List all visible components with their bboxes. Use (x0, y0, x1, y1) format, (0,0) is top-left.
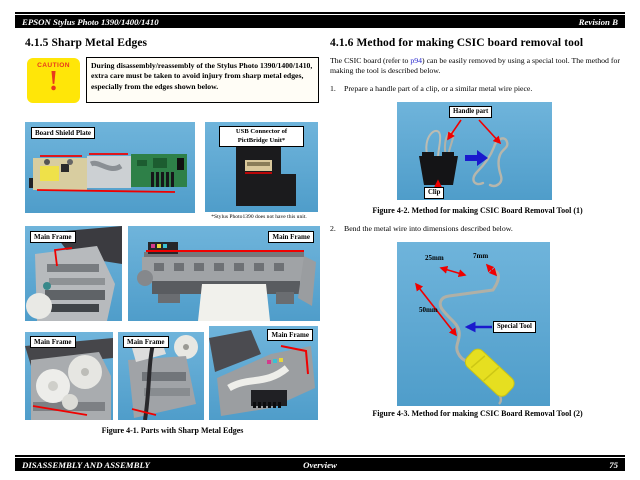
intro-text-post: ) can be easily removed by using a speci… (330, 56, 620, 76)
label-board-shield-plate: Board Shield Plate (31, 127, 96, 139)
photo-main-frame-4: Main Frame (118, 332, 204, 420)
main-frame-1-illustration (26, 226, 122, 321)
footer-bar: DISASSEMBLY AND ASSEMBLY Overview 75 (15, 458, 625, 471)
footer-page-number: 75 (609, 459, 618, 470)
header-rule (15, 12, 625, 14)
exclamation-icon: ! (48, 66, 59, 97)
label-clip: Clip (424, 187, 445, 199)
photo-board-shield-plate: Board Shield Plate (25, 122, 195, 213)
step-1-text: Prepare a handle part of a clip, or a si… (344, 84, 533, 93)
intro-paragraph: The CSIC board (refer to p94) can be eas… (330, 56, 622, 77)
intro-text-pre: The CSIC board (refer to (330, 56, 411, 65)
section-heading-416: 4.1.6 Method for making CSIC board remov… (330, 37, 584, 49)
main-frame-4-illustration (128, 335, 198, 420)
figure-4-3-caption: Figure 4-3. Method for making CSIC Board… (372, 409, 583, 418)
photo-usb-connector: USB Connector of PictBridge Unit* (205, 122, 318, 212)
page-94-link[interactable]: p94 (410, 56, 423, 65)
footer-chapter: Overview (303, 459, 337, 470)
dimension-25mm: 25mm (425, 254, 444, 262)
label-main-frame-5: Main Frame (267, 329, 313, 341)
label-usb-connector: USB Connector of PictBridge Unit* (219, 126, 304, 147)
usb-connector-illustration (236, 136, 296, 206)
dimension-50mm: 50mm (419, 306, 438, 314)
figure-4-2-caption: Figure 4-2. Method for making CSIC Board… (372, 206, 583, 215)
step-1-number: 1. (330, 84, 336, 93)
photo-main-frame-2: Main Frame (128, 226, 320, 321)
main-frame-5-illustration (209, 330, 315, 416)
label-main-frame-4: Main Frame (123, 336, 169, 348)
label-main-frame-1: Main Frame (30, 231, 76, 243)
clip-tool-illustration (419, 119, 509, 190)
header-revision: Revision B (578, 16, 618, 27)
dimension-7mm: 7mm (473, 252, 489, 260)
main-frame-2-illustration (137, 242, 316, 321)
caution-text-box: During disassembly/reassembly of the Sty… (86, 57, 319, 103)
figure-4-1-caption: Figure 4-1. Parts with Sharp Metal Edges (101, 426, 244, 435)
header-bar: EPSON Stylus Photo 1390/1400/1410 Revisi… (15, 15, 625, 28)
footer-section: DISASSEMBLY AND ASSEMBLY (22, 459, 150, 470)
label-main-frame-3: Main Frame (30, 336, 76, 348)
special-tool-illustration (415, 263, 515, 405)
section-heading-415: 4.1.5 Sharp Metal Edges (25, 37, 148, 49)
usb-footnote: *Stylus Photo1390 does not have this uni… (211, 214, 307, 220)
board-shield-plate-illustration (29, 153, 187, 193)
photo-main-frame-5: Main Frame (209, 326, 318, 420)
header-product-title: EPSON Stylus Photo 1390/1400/1410 (22, 16, 159, 27)
label-special-tool: Special Tool (493, 321, 536, 333)
main-frame-3-illustration (25, 338, 113, 420)
photo-figure-4-2: Handle part Clip (397, 102, 552, 200)
step-2: 2. Bend the metal wire into dimensions d… (330, 224, 622, 233)
step-2-text: Bend the metal wire into dimensions desc… (344, 224, 513, 233)
photo-main-frame-3: Main Frame (25, 332, 113, 420)
label-main-frame-2: Main Frame (268, 231, 314, 243)
footer-rule (15, 455, 625, 457)
step-2-number: 2. (330, 224, 336, 233)
blue-arrow-icon (465, 150, 488, 166)
label-handle-part: Handle part (449, 106, 493, 118)
photo-main-frame-1: Main Frame (25, 226, 122, 321)
photo-figure-4-3: 25mm 7mm 50mm Special Tool (397, 242, 550, 406)
step-1: 1. Prepare a handle part of a clip, or a… (330, 84, 622, 93)
caution-icon: CAUTION ! (27, 58, 80, 103)
caution-badge-label: CAUTION (37, 62, 70, 69)
